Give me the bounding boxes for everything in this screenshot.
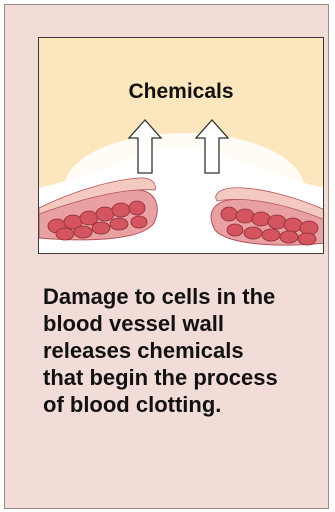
caption-line: Damage to cells in the <box>43 283 335 310</box>
figure-caption: Damage to cells in the blood vessel wall… <box>43 283 335 418</box>
caption-line: blood vessel wall <box>43 310 335 337</box>
caption-line: that begin the process <box>43 364 335 391</box>
caption-line: releases chemicals <box>43 337 335 364</box>
vessel-damage-illustration: Chemicals <box>38 37 324 254</box>
damaged-vessel-drawing <box>39 38 324 254</box>
chemicals-label: Chemicals <box>39 80 323 104</box>
figure-panel: Chemicals Damage to cells in the blood v… <box>4 4 329 509</box>
caption-line: of blood clotting. <box>43 391 335 418</box>
